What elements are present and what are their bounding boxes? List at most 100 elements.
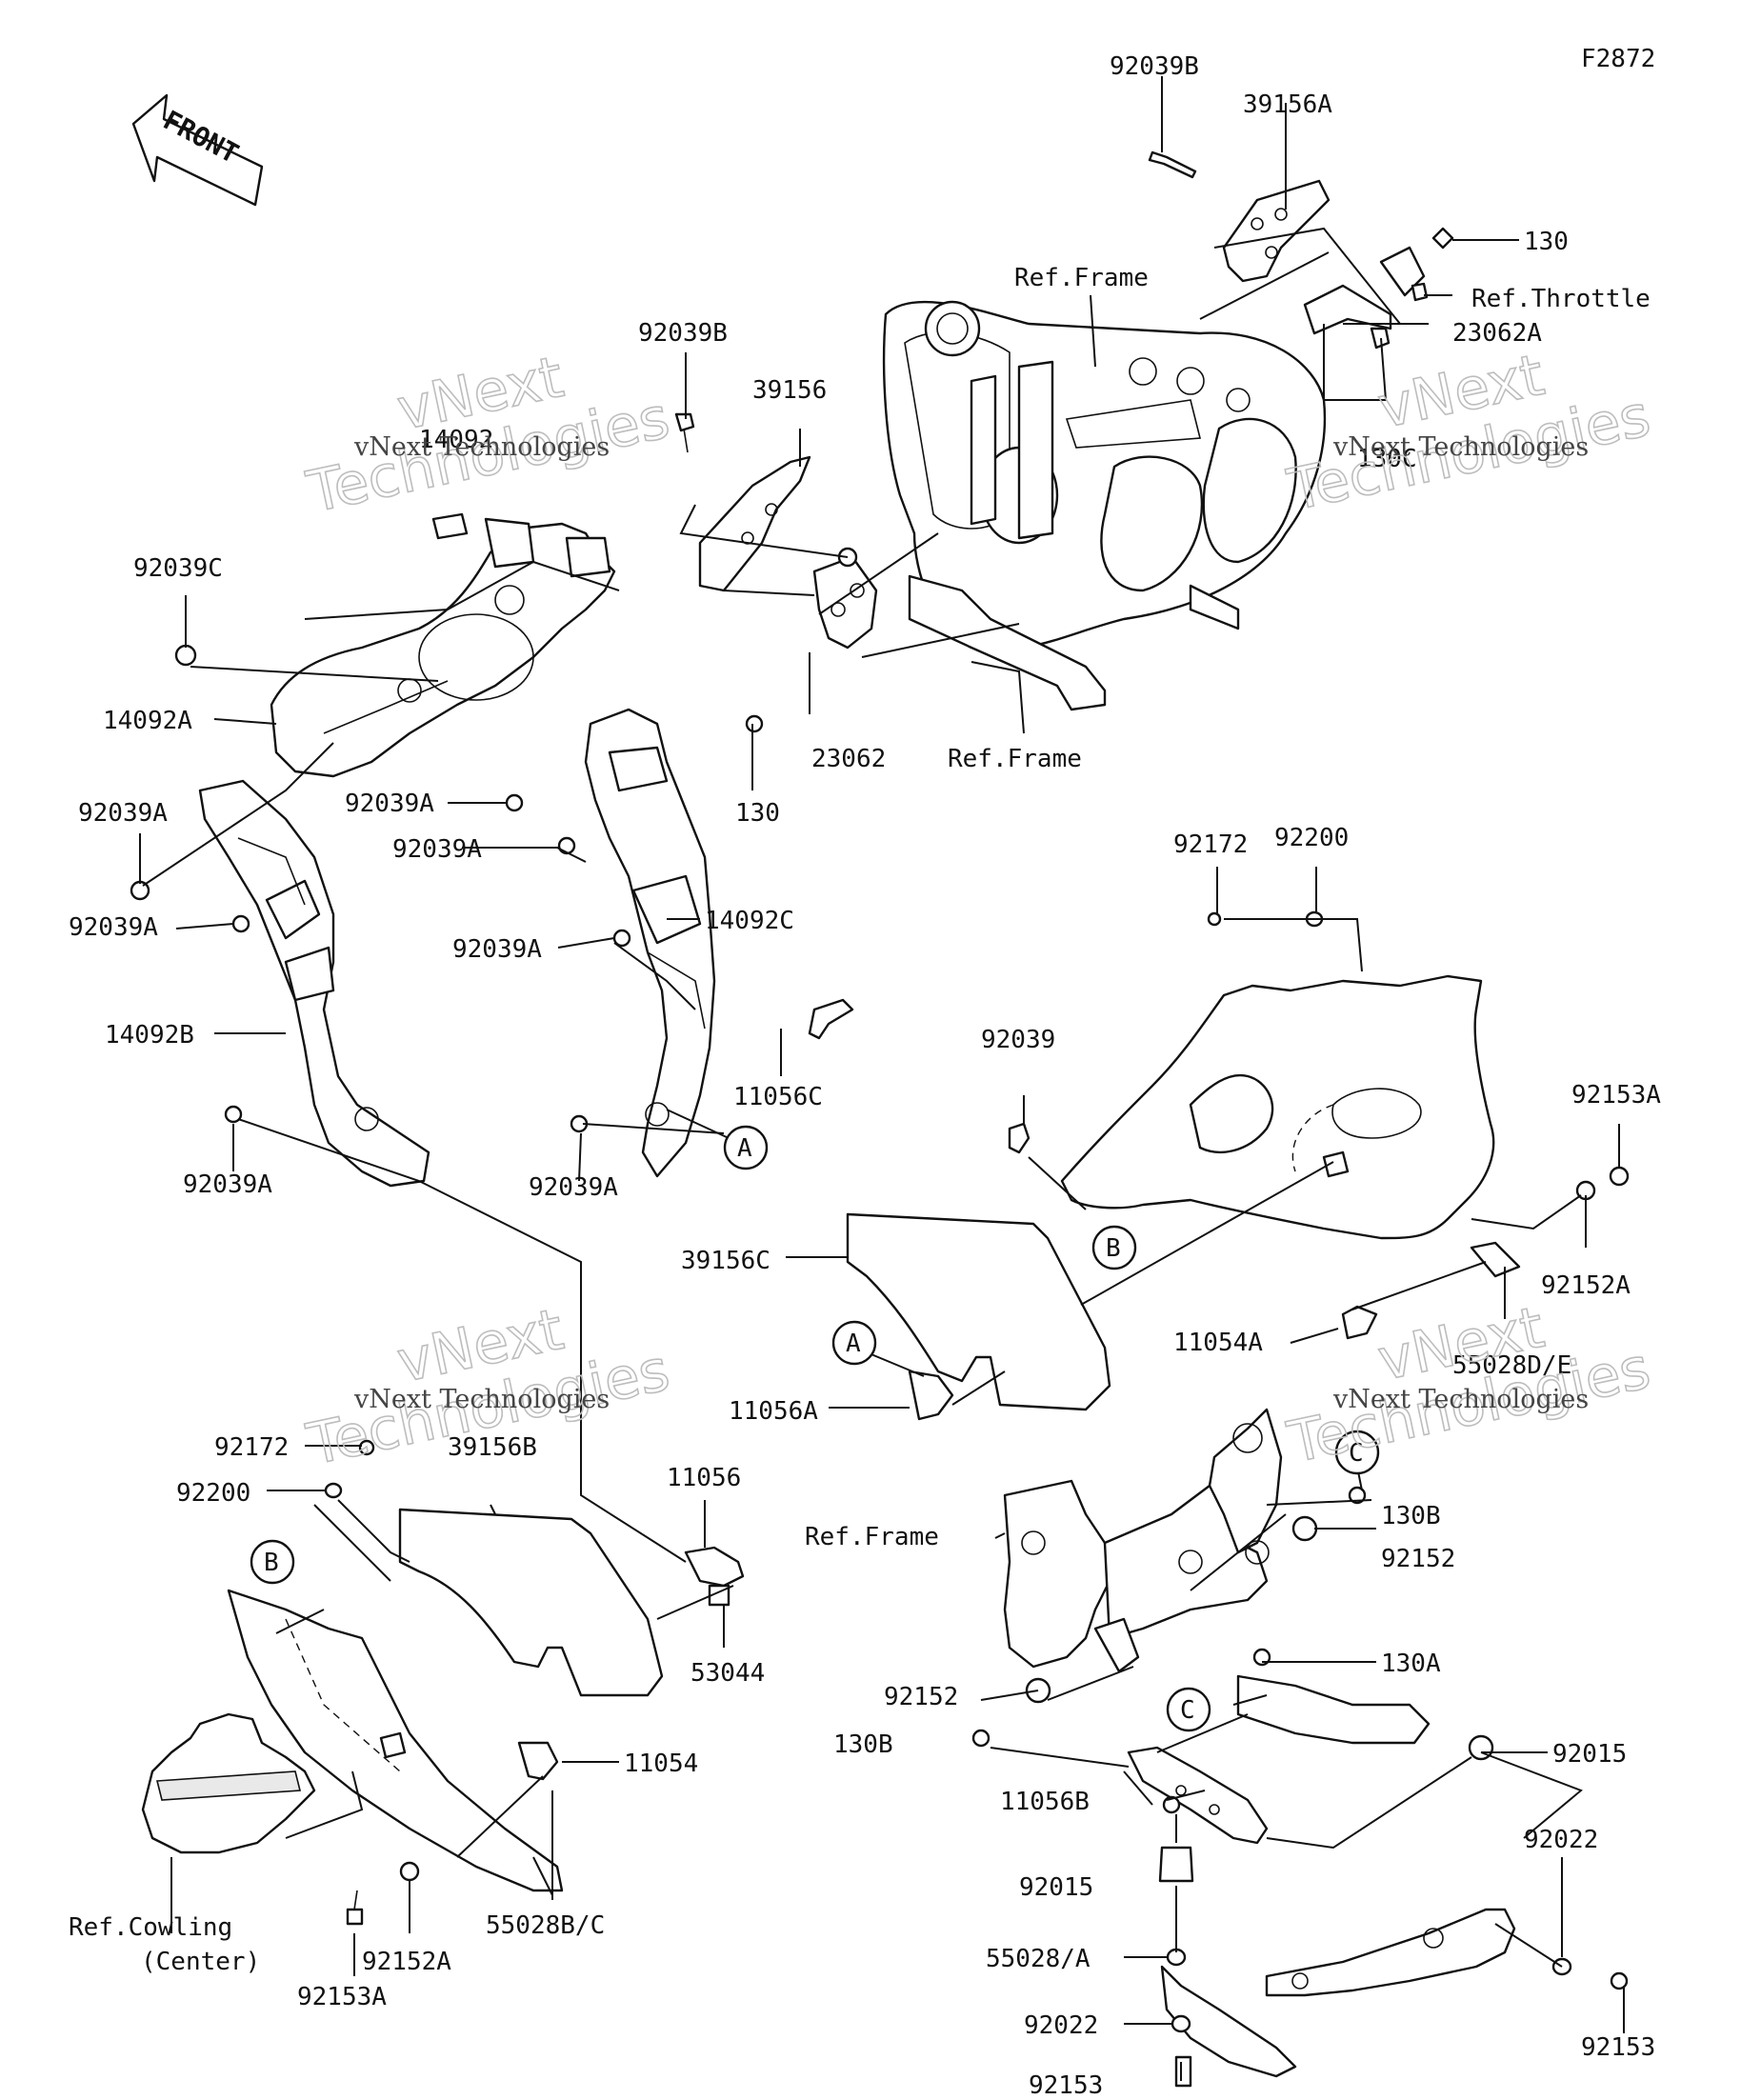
part-label: 39156C [681, 1247, 770, 1275]
part-label: 39156 [752, 376, 827, 405]
bolt-icon [174, 644, 197, 667]
part-label: 130 [1524, 228, 1569, 256]
part-label: 11054A [1173, 1329, 1263, 1357]
part-label: 130A [1381, 1650, 1441, 1678]
bolt-icon [346, 1890, 364, 1926]
bolt-icon [231, 914, 250, 933]
ref-circle-A2: A [831, 1320, 877, 1366]
watermark-caption: vNext Technologies [353, 432, 610, 462]
bolt-icon [1148, 150, 1197, 179]
part-label: 11054 [624, 1750, 698, 1778]
part-label: 92039A [183, 1170, 272, 1199]
part-label: 92152 [884, 1683, 958, 1711]
leader-lines [139, 76, 1625, 2081]
part-label: 11056B [1000, 1788, 1090, 1816]
part-label: 92172 [214, 1433, 289, 1462]
part-label: 23062 [811, 745, 886, 773]
part-label: 11056A [729, 1397, 818, 1426]
part-label: 14092B [105, 1021, 194, 1050]
part-label: 92039B [1110, 52, 1199, 81]
bolt-icon [971, 1729, 991, 1748]
washer-icon [399, 1861, 420, 1882]
side-cowl-lower [227, 1589, 564, 1892]
ref-circle-A2-label: A [846, 1330, 861, 1358]
part-label: 92200 [176, 1479, 250, 1508]
bolt-icon [1431, 227, 1454, 250]
ref-circle-C1: C [1334, 1430, 1380, 1475]
ref-circle-B2-label: B [264, 1549, 279, 1577]
washer-icon [324, 1482, 343, 1499]
ref-circle-C2: C [1166, 1687, 1211, 1732]
frame-part-top [882, 300, 1327, 651]
bolt-icon [505, 793, 524, 812]
part-label: 55028D/E [1452, 1351, 1571, 1380]
part-label: 92153A [297, 1983, 387, 2011]
part-label: 11056 [667, 1464, 741, 1492]
part-label: 92200 [1274, 824, 1349, 852]
inner-cover-14092C [584, 708, 716, 1178]
bracket-130A [1236, 1674, 1431, 1745]
part-labels: 92039B 39156A 130 Ref.Throttle 23062A Re… [69, 52, 1661, 2100]
clip-icon [808, 998, 854, 1040]
side-cowl-upper [1060, 974, 1521, 1278]
part-label: Ref.Throttle [1471, 285, 1651, 313]
part-label: (Center) [141, 1948, 260, 1976]
bracket-11056B [1127, 1746, 1269, 1845]
inner-cover-14092A [270, 517, 616, 778]
watermark: vNext Technologies [300, 343, 675, 527]
watermark-caption: vNext Technologies [353, 1385, 610, 1414]
ref-circle-A1: A [723, 1125, 769, 1170]
ref-circle-B1: B [1091, 1225, 1137, 1270]
part-label: 92022 [1024, 2011, 1098, 2040]
watermark-caption: vNext Technologies [1332, 1385, 1589, 1414]
part-label: 92152A [1541, 1271, 1631, 1300]
part-label: 130C [1357, 445, 1417, 473]
part-label: 92153 [1029, 2071, 1103, 2100]
watermark: vNext Technologies [1281, 1293, 1656, 1477]
part-label: Ref.Cowling [69, 1913, 232, 1942]
part-label: 92039C [133, 554, 223, 583]
part-label: Ref.Frame [948, 745, 1082, 773]
bolt-icon [674, 412, 695, 453]
ref-circle-B2: B [250, 1539, 295, 1585]
part-label: 39156B [448, 1433, 537, 1462]
part-label: 92015 [1552, 1740, 1627, 1769]
part-label: 39156A [1243, 90, 1332, 119]
figure-code: F2872 [1581, 45, 1655, 73]
part-label: 92039A [78, 799, 168, 828]
part-label: 92172 [1173, 830, 1248, 859]
bolt-icon [1411, 282, 1429, 302]
part-label: 92039A [529, 1173, 618, 1202]
part-label: 53044 [690, 1659, 765, 1688]
part-label: 92039A [452, 935, 542, 964]
collar-icon [1158, 1846, 1194, 1883]
part-label: 92039 [981, 1026, 1055, 1054]
bolt-icon [1370, 327, 1391, 350]
bolt-icon [1348, 1486, 1367, 1505]
collar-icon [1291, 1515, 1318, 1542]
part-label: 92152A [362, 1948, 451, 1976]
part-label: 55028/A [986, 1945, 1091, 1973]
part-label: 55028B/C [486, 1911, 605, 1940]
clip-11056 [684, 1546, 745, 1607]
heat-shield-39156C [846, 1212, 1111, 1411]
bolt-icon [1207, 911, 1222, 927]
part-label: 130B [1381, 1502, 1441, 1530]
bracket-39156A [1222, 179, 1426, 335]
part-label: 14092A [103, 707, 192, 735]
part-label: 92153 [1581, 2033, 1655, 2062]
ref-circle-C1-label: C [1349, 1439, 1364, 1468]
part-label: 130B [833, 1730, 893, 1759]
cowling-center [141, 1712, 316, 1854]
bolt-icon [358, 1439, 375, 1456]
part-label: Ref.Frame [805, 1523, 939, 1551]
part-label: 92039A [345, 790, 434, 818]
front-arrow-icon: FRONT [131, 93, 264, 207]
bolt-icon [1162, 1795, 1181, 1814]
side-cowl-bottom [1160, 1908, 1516, 2078]
clip-11056A [908, 1370, 954, 1421]
watermark: vNext Technologies [1281, 341, 1656, 525]
washer-icon [1171, 2014, 1191, 2033]
watermark-caption: vNext Technologies [1332, 432, 1589, 462]
bolt-icon [557, 836, 576, 855]
